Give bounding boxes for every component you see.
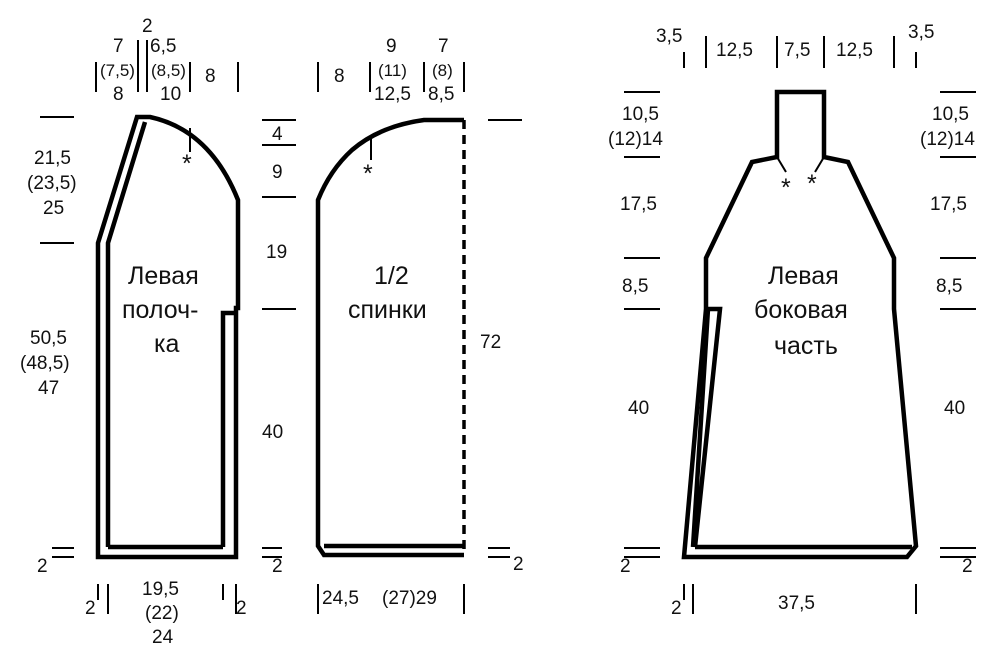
- side-right-dimensions: 10,5 (12)14 17,5 8,5 40 2: [920, 91, 976, 577]
- back-top-c: 7: [438, 36, 449, 57]
- back-bottom-dimensions: 24,5 (27)29: [317, 584, 465, 614]
- front-top-c3: 10: [160, 84, 181, 105]
- side-left-d: 40: [628, 398, 649, 419]
- back-top-b3: 12,5: [374, 84, 411, 105]
- front-bottom-right: 2: [236, 598, 247, 619]
- side-bottom-dimensions: 2 37,5: [671, 584, 917, 619]
- back-hem: 2: [513, 554, 524, 575]
- front-bottom-dimensions: 2 19,5 (22) 24 2: [85, 579, 247, 648]
- back-top-b: 9: [386, 36, 397, 57]
- middle-b: 9: [272, 162, 283, 183]
- front-left-lower-3: 47: [38, 378, 59, 399]
- back-piece: * 1/2 спинки: [315, 117, 466, 558]
- back-outline: [315, 117, 464, 558]
- front-left-upper-3: 25: [43, 198, 64, 219]
- front-star: *: [182, 150, 192, 178]
- front-top-dimensions: 2 7 (7,5) 8 6,5 (8,5) 10 8: [95, 16, 239, 105]
- front-band-outline: [105, 121, 236, 550]
- back-top-c2: (8): [432, 61, 453, 80]
- back-top-c3: 8,5: [428, 84, 454, 105]
- side-piece: * * Левая боковая часть: [681, 89, 919, 560]
- side-outline: [681, 89, 919, 560]
- front-top-a3: 8: [113, 84, 124, 105]
- middle-hem: 2: [272, 556, 283, 577]
- side-left-a2: (12)14: [608, 129, 663, 150]
- side-band-outline: [690, 306, 912, 550]
- side-star-left: *: [781, 174, 791, 202]
- front-left-upper-1: 21,5: [34, 148, 71, 169]
- middle-dimensions: 4 9 19 40 2: [262, 119, 296, 577]
- front-left-dimensions: 21,5 (23,5) 25 50,5 (48,5) 47 2: [20, 116, 77, 577]
- front-top-d: 8: [205, 66, 216, 87]
- side-top-e: 3,5: [908, 22, 934, 43]
- side-top-c: 7,5: [784, 40, 810, 61]
- back-bottom-b: (27)29: [382, 588, 437, 609]
- side-bottom-mid: 37,5: [778, 593, 815, 614]
- front-left-lower-2: (48,5): [20, 353, 70, 374]
- back-total: 72: [480, 332, 501, 353]
- front-title-1: Левая: [128, 262, 199, 290]
- front-top-a2: (7,5): [100, 61, 135, 80]
- front-top-c2: (8,5): [151, 61, 186, 80]
- front-top-b: 2: [142, 16, 153, 37]
- front-title-2: полоч-: [122, 296, 198, 324]
- side-top-dimensions: 3,5 12,5 7,5 12,5 3,5: [656, 22, 934, 68]
- middle-a: 4: [272, 124, 283, 145]
- side-title-2: боковая: [754, 296, 848, 324]
- side-left-c: 8,5: [622, 276, 648, 297]
- back-title-1: 1/2: [374, 262, 409, 290]
- side-right-c: 8,5: [936, 276, 962, 297]
- side-left-dimensions: 10,5 (12)14 17,5 8,5 40 2: [608, 91, 663, 577]
- back-top-b2: (11): [378, 61, 407, 80]
- middle-c: 19: [266, 242, 287, 263]
- front-left-hem: 2: [37, 556, 48, 577]
- front-top-c: 6,5: [150, 36, 176, 57]
- side-top-d: 12,5: [836, 40, 873, 61]
- back-right-dimensions: 72 2: [480, 119, 524, 575]
- front-title-3: ка: [154, 330, 179, 358]
- front-top-a: 7: [113, 36, 124, 57]
- side-left-hem: 2: [620, 556, 631, 577]
- side-right-d: 40: [944, 398, 965, 419]
- front-bottom-left: 2: [85, 598, 96, 619]
- side-left-b: 17,5: [620, 194, 657, 215]
- side-right-hem: 2: [962, 556, 973, 577]
- side-right-a2: (12)14: [920, 129, 975, 150]
- back-top-dimensions: 8 9 (11) 12,5 7 (8) 8,5: [317, 36, 465, 105]
- front-bottom-mid-3: 24: [152, 627, 174, 648]
- side-star-right: *: [807, 170, 817, 198]
- back-title-2: спинки: [348, 296, 427, 324]
- side-top-a: 3,5: [656, 26, 682, 47]
- front-piece: * Левая полоч- ка: [95, 114, 241, 560]
- side-right-b: 17,5: [930, 194, 967, 215]
- side-top-b: 12,5: [716, 40, 753, 61]
- side-title-1: Левая: [768, 262, 839, 290]
- side-right-a1: 10,5: [932, 104, 969, 125]
- side-left-a1: 10,5: [622, 104, 659, 125]
- front-left-upper-2: (23,5): [27, 173, 77, 194]
- back-top-a: 8: [334, 66, 345, 87]
- front-bottom-mid-2: (22): [145, 603, 179, 624]
- back-bottom-a: 24,5: [322, 588, 359, 609]
- side-title-3: часть: [774, 332, 838, 360]
- front-left-lower-1: 50,5: [30, 328, 67, 349]
- middle-d: 40: [262, 422, 283, 443]
- side-bottom-left: 2: [671, 598, 682, 619]
- back-star: *: [363, 160, 373, 188]
- front-bottom-mid-1: 19,5: [142, 579, 179, 600]
- front-outline: [95, 114, 241, 560]
